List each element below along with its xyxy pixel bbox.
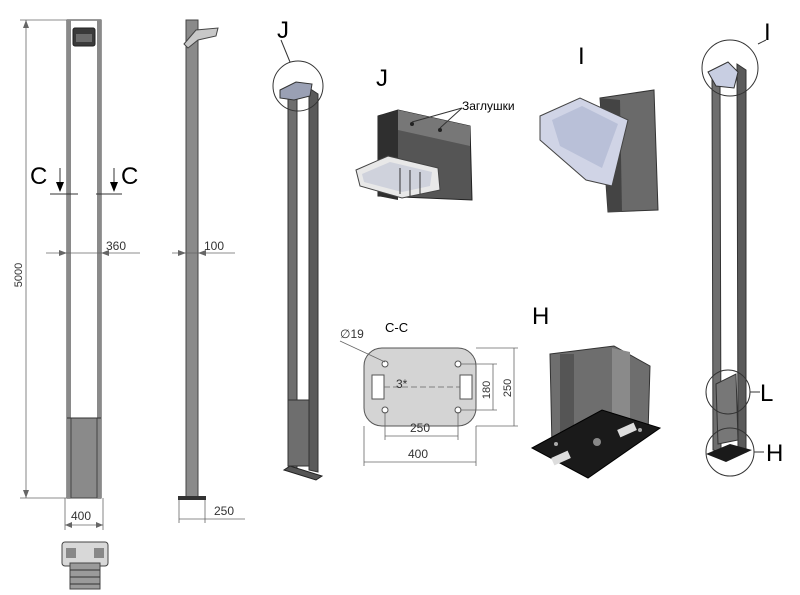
- iso-pole-right: [308, 87, 319, 473]
- detail-h-title: H: [532, 303, 549, 330]
- weld-mark: 3*: [396, 377, 408, 391]
- side-base-dimension: 250: [214, 504, 234, 518]
- front-pole-right-rail: [97, 20, 101, 498]
- plate-width-dim: 400: [408, 447, 428, 461]
- hole-spacing-dim: 250: [410, 421, 430, 435]
- iso-view: J: [272, 17, 324, 481]
- side-lamp-head: [183, 27, 219, 49]
- detail-i: I: [539, 43, 659, 213]
- width-dimension: 360: [106, 239, 126, 253]
- section-mark-left: C: [30, 163, 47, 190]
- front-lamp-lens: [76, 34, 92, 42]
- right-l-label: L: [760, 380, 773, 407]
- right-h-label: H: [766, 440, 783, 467]
- side-view: 100 250: [172, 19, 245, 523]
- plugs-label: Заглушки: [462, 99, 515, 113]
- right-i-label: I: [764, 19, 771, 46]
- detail-i-circle: [701, 39, 759, 97]
- hole-spacing-vertical: 180: [481, 381, 493, 399]
- detail-h: H: [530, 303, 662, 479]
- height-dimension: 5000: [13, 263, 25, 287]
- plate-height-dim: 250: [502, 379, 514, 397]
- base-width-dimension: 400: [71, 509, 91, 523]
- right-iso-lamp: [707, 61, 739, 89]
- right-iso-view: I L H: [701, 19, 783, 477]
- section-cc: C-C ∅19 3* 250 400 180 250: [339, 320, 518, 466]
- iso-top-head: [279, 81, 313, 101]
- detail-i-lens: [552, 106, 618, 168]
- detail-j-circle: [272, 60, 324, 112]
- section-mark-right: C: [121, 163, 138, 190]
- detail-i-title: I: [578, 43, 585, 70]
- detail-j: J Заглушки: [355, 65, 515, 201]
- hole-diameter: ∅19: [340, 327, 364, 341]
- section-cc-title: C-C: [385, 320, 408, 335]
- detail-j-title: J: [376, 65, 388, 92]
- side-pole: [185, 19, 199, 499]
- detail-j-label: J: [277, 17, 289, 44]
- front-base-panel: [70, 417, 98, 499]
- top-view-lamp: [61, 541, 109, 590]
- front-view: 5000 C C 360 400: [13, 19, 140, 590]
- front-pole-left-rail: [67, 20, 71, 498]
- side-width-dimension: 100: [204, 239, 224, 253]
